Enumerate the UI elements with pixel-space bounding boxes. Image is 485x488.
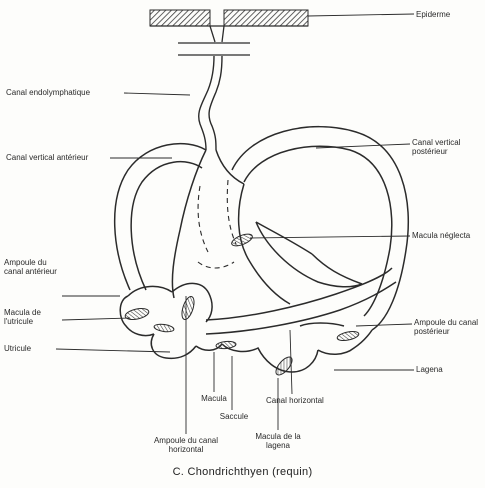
- leader-endolymphatique: [124, 93, 190, 95]
- canal-endolymphatique: [199, 56, 222, 150]
- ampoule-posterieur-crista: [336, 330, 359, 342]
- label-canal-vertical-posterieur: Canal vertical postérieur: [412, 138, 474, 156]
- label-canal-endolymphatique: Canal endolymphatique: [6, 88, 90, 97]
- label-utricule: Utricule: [4, 344, 31, 353]
- ampoule-anterieur-crista: [154, 323, 175, 333]
- ampoule-anterieur: [120, 283, 222, 358]
- leader-epiderme: [308, 14, 414, 16]
- leader-macula-utricule: [62, 318, 130, 320]
- canal-vertical-anterieur: [115, 144, 206, 290]
- leader-macula-neglecta: [250, 236, 410, 238]
- label-macula: Macula: [196, 394, 232, 403]
- epiderme-block: [150, 10, 308, 55]
- label-lagena: Lagena: [416, 365, 443, 374]
- vestibule-body: [172, 150, 362, 304]
- label-macula-neglecta: Macula néglecta: [412, 231, 470, 240]
- label-macula-utricule: Macula de l'utricule: [4, 308, 62, 326]
- label-macula-lagena: Macula de la lagena: [250, 432, 306, 450]
- ampoule-horizontal-crista: [180, 295, 197, 321]
- figure-caption: C. Chondrichthyen (requin): [0, 466, 485, 478]
- leader-ampoule-posterieur: [356, 324, 412, 326]
- label-saccule: Saccule: [214, 412, 254, 421]
- label-epiderme: Epiderme: [416, 10, 450, 19]
- label-canal-horizontal: Canal horizontal: [266, 396, 322, 405]
- label-canal-vertical-anterieur: Canal vertical antérieur: [6, 153, 88, 162]
- label-ampoule-canal-anterieur: Ampoule du canal antérieur: [4, 258, 62, 276]
- label-ampoule-canal-posterieur: Ampoule du canal postérieur: [414, 318, 482, 336]
- macula-saccule-shape: [216, 341, 237, 350]
- label-ampoule-canal-horizontal: Ampoule du canal horizontal: [150, 436, 222, 454]
- inner-dashed-outlines: [198, 180, 236, 268]
- leader-lines: [56, 14, 414, 434]
- macula-utricule-shape: [124, 307, 150, 322]
- canal-horizontal: [206, 268, 396, 334]
